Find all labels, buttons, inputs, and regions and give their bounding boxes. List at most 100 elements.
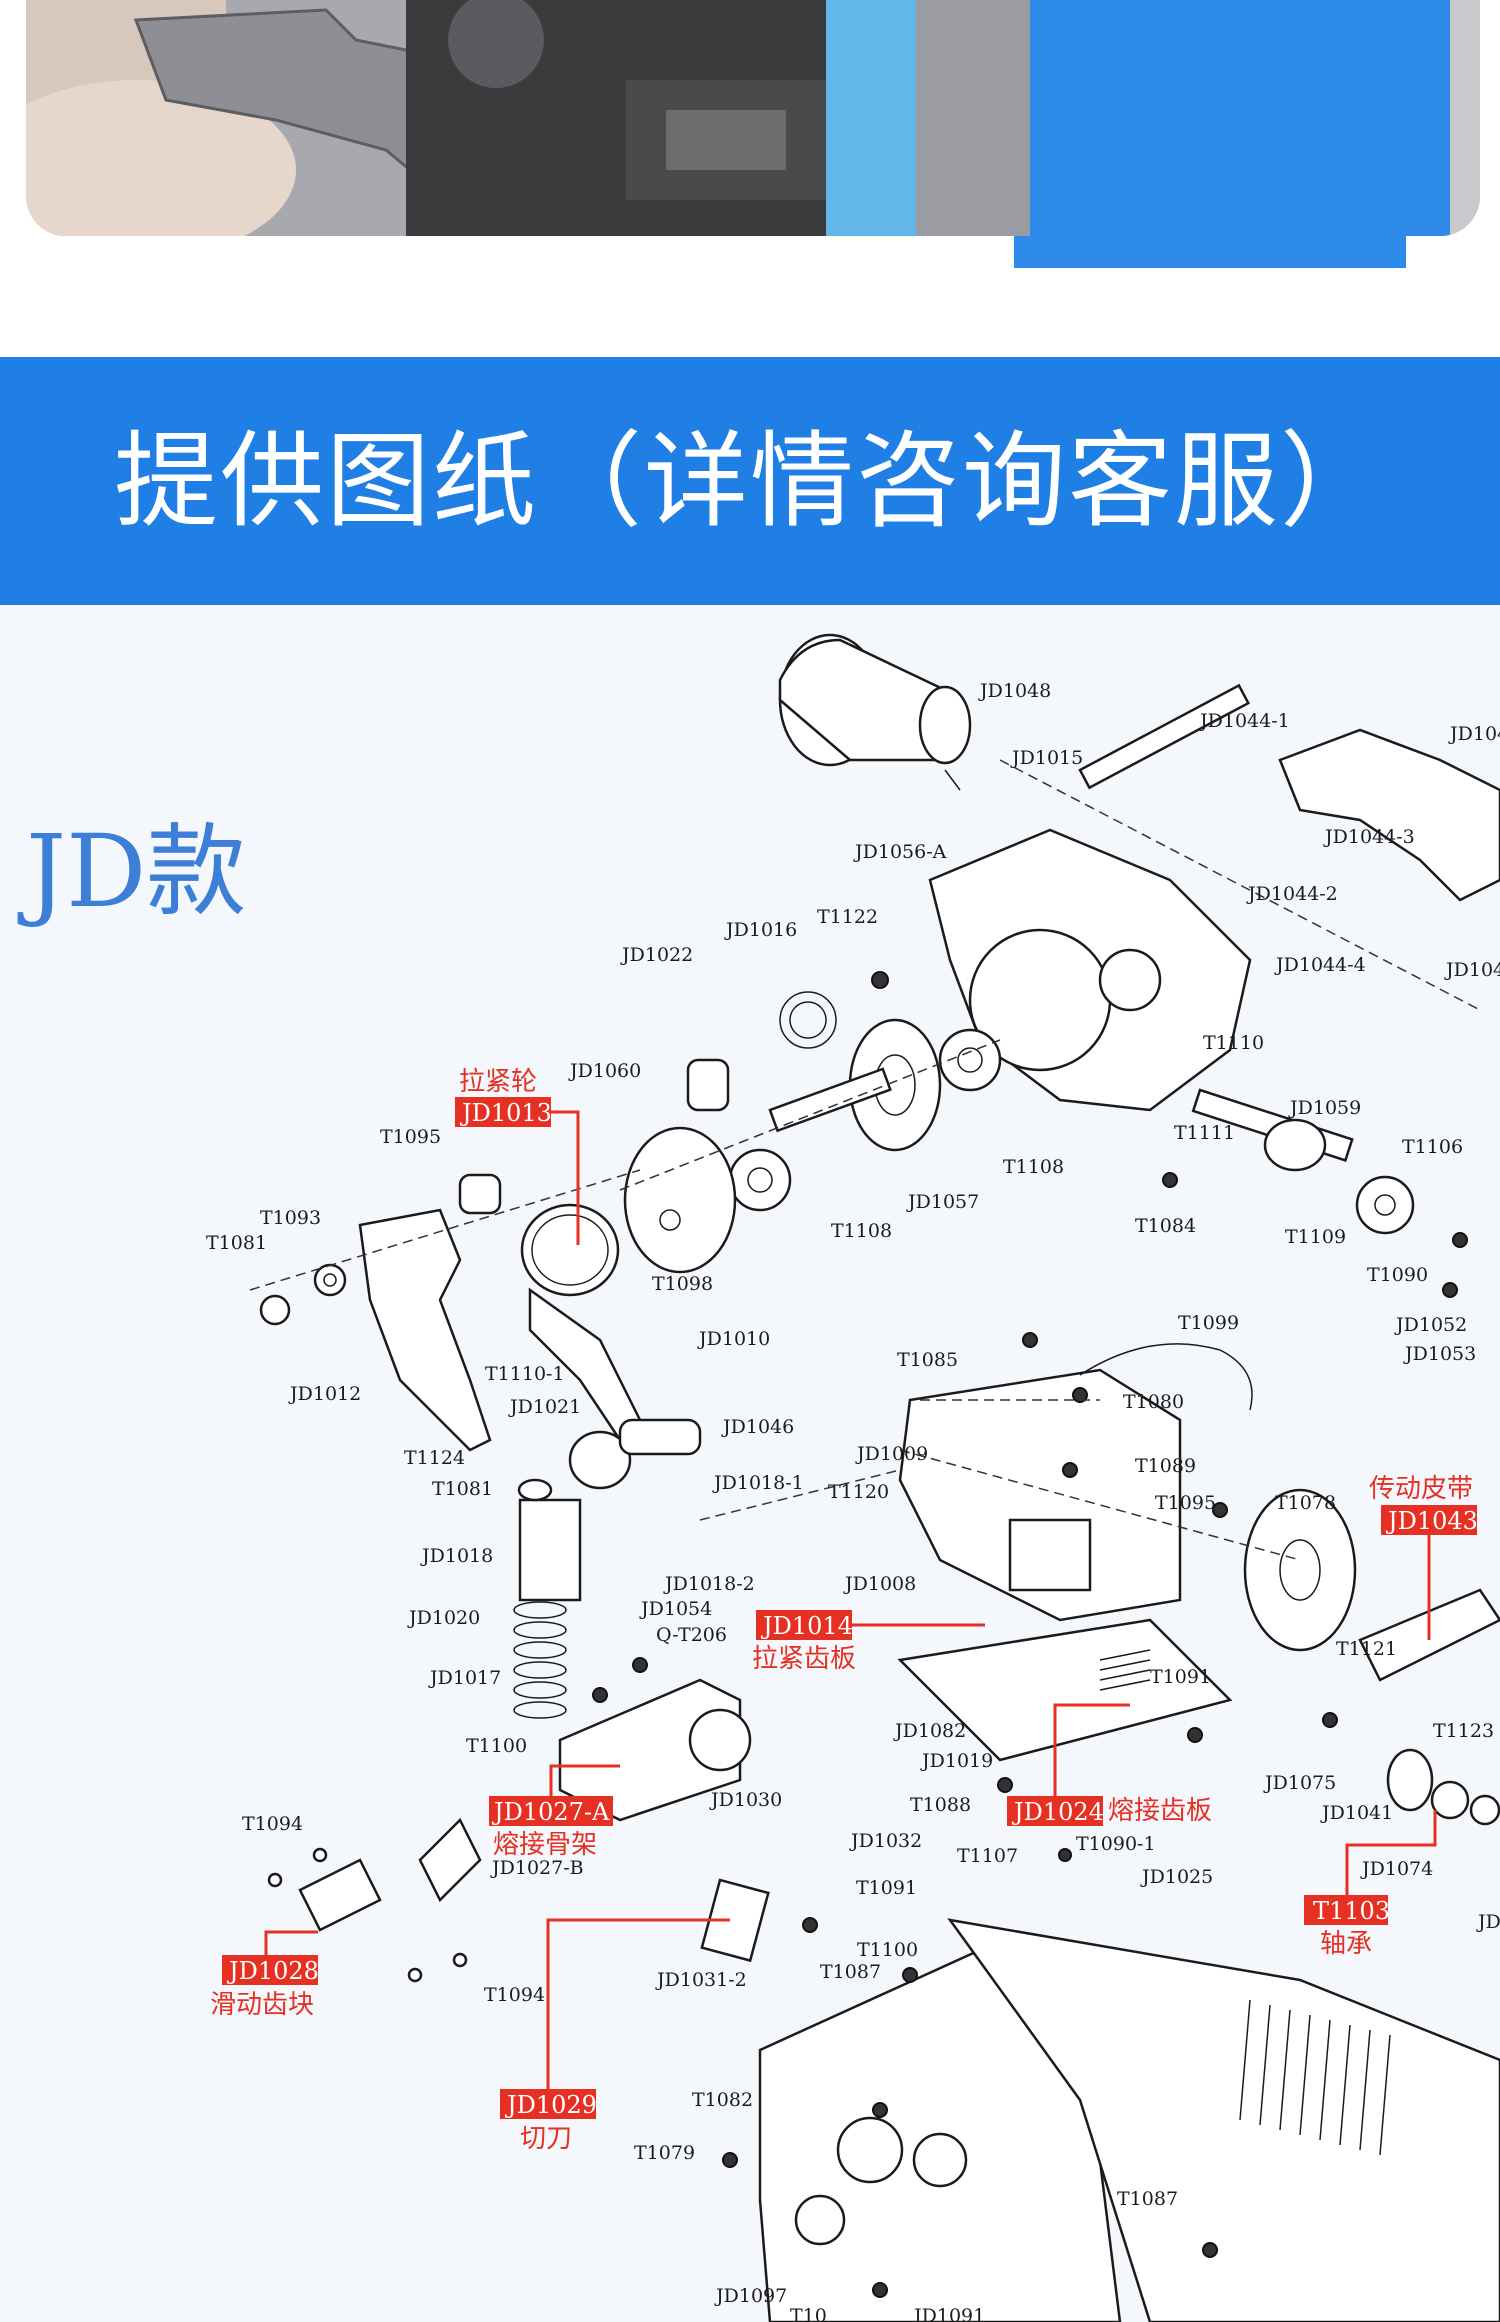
svg-text:JD1027-A: JD1027-A — [491, 1798, 610, 1826]
part-label: T1121 — [1336, 1638, 1397, 1660]
part-number-labels: JD1048 JD1044-1 JD104 JD1015 JD1044-3 JD… — [206, 680, 1500, 2322]
part-label: T1094 — [242, 1813, 303, 1835]
highlight-t1103: T1103 轴承 — [1304, 1810, 1437, 1959]
part-label: T1094 — [484, 1984, 545, 2006]
part-label: JD1031-2 — [655, 1969, 747, 1991]
part-label: JD1008 — [843, 1573, 916, 1595]
part-label: T1108 — [1003, 1156, 1064, 1178]
svg-text:熔接齿板: 熔接齿板 — [1108, 1796, 1212, 1826]
parts-drawing — [249, 633, 1500, 2322]
part-label: JD1012 — [288, 1383, 361, 1405]
part-label: T1091 — [1150, 1666, 1211, 1688]
part-label: T1095 — [380, 1126, 441, 1148]
part-label: JD1060 — [568, 1060, 641, 1082]
part-label: JD1015 — [1010, 747, 1083, 769]
part-label: T1082 — [692, 2089, 753, 2111]
part-label: T1124 — [404, 1447, 465, 1469]
part-label: T1085 — [897, 1349, 958, 1371]
svg-text:切刀: 切刀 — [520, 2124, 572, 2154]
part-label: T1098 — [652, 1273, 713, 1295]
part-label: T10 — [790, 2305, 827, 2322]
part-label: JD1057 — [906, 1191, 979, 1213]
part-label: JD1056-A — [853, 841, 947, 863]
part-label: JD1046 — [721, 1416, 794, 1438]
part-label: JD104 — [1448, 723, 1500, 745]
part-label: JD1018-1 — [712, 1472, 804, 1494]
part-label: JD1009 — [855, 1443, 928, 1465]
part-label: JD1074 — [1360, 1858, 1433, 1880]
highlight-jd1043: 传动皮带 JD1043 — [1369, 1474, 1478, 1640]
part-label: JD1032 — [849, 1830, 922, 1852]
svg-text:轴承: 轴承 — [1320, 1929, 1372, 1959]
part-label: Q-T206 — [656, 1624, 727, 1646]
part-label: JD104 — [1444, 959, 1500, 981]
part-label: T1120 — [828, 1481, 889, 1503]
part-label: JD1048 — [978, 680, 1051, 702]
photo-accent-strip — [1014, 236, 1406, 268]
highlight-jd1024: JD1024 熔接齿板 — [1007, 1703, 1212, 1826]
part-label: JD1059 — [1288, 1097, 1361, 1119]
part-label: JD1044-4 — [1274, 954, 1366, 976]
part-label: JD1075 — [1263, 1772, 1336, 1794]
part-label: T1087 — [1117, 2188, 1178, 2210]
part-label: JD1022 — [620, 944, 693, 966]
part-label: JD1044-3 — [1323, 826, 1415, 848]
svg-text:拉紧齿板: 拉紧齿板 — [752, 1644, 856, 1674]
part-label: JD1020 — [407, 1607, 480, 1629]
svg-text:滑动齿块: 滑动齿块 — [210, 1990, 314, 2020]
title-banner — [0, 357, 1500, 605]
banner-title: 提供图纸（详情咨询客服） — [113, 420, 1386, 542]
part-label: T1100 — [466, 1735, 527, 1757]
exploded-parts-diagram: JD1048 JD1044-1 JD104 JD1015 JD1044-3 JD… — [206, 633, 1500, 2322]
svg-text:JD1028: JD1028 — [226, 1957, 319, 1985]
part-label: T1081 — [206, 1232, 267, 1254]
part-label: T1109 — [1285, 1226, 1346, 1248]
highlight-jd1028: JD1028 滑动齿块 — [210, 1930, 319, 2020]
part-label: JD1017 — [428, 1667, 501, 1689]
svg-text:T1103: T1103 — [1313, 1897, 1390, 1925]
part-label: T1084 — [1135, 1215, 1196, 1237]
part-label: T1078 — [1275, 1492, 1336, 1514]
part-label: T1122 — [817, 906, 878, 928]
part-label: T1107 — [957, 1845, 1018, 1867]
part-label: JD1052 — [1394, 1314, 1467, 1336]
svg-text:拉紧轮: 拉紧轮 — [459, 1067, 537, 1097]
part-label: T1100 — [857, 1939, 918, 1961]
part-label: JD1010 — [697, 1328, 770, 1350]
part-label: T1108 — [831, 1220, 892, 1242]
part-label: JD1030 — [709, 1789, 782, 1811]
part-label: JD1027-B — [490, 1857, 584, 1879]
part-label: JD1097 — [714, 2285, 787, 2307]
part-label: T1091 — [856, 1877, 917, 1899]
svg-text:JD1024: JD1024 — [1011, 1798, 1104, 1826]
part-label: T1099 — [1178, 1312, 1239, 1334]
svg-text:JD1043: JD1043 — [1385, 1507, 1478, 1535]
svg-text:熔接骨架: 熔接骨架 — [493, 1830, 597, 1860]
part-label: JD1018-2 — [663, 1573, 755, 1595]
part-label: JD1016 — [724, 919, 797, 941]
part-label: T1090-1 — [1076, 1833, 1156, 1855]
part-label: T1111 — [1174, 1122, 1235, 1144]
part-label: JD1019 — [920, 1750, 993, 1772]
part-label: JD1082 — [893, 1720, 966, 1742]
part-label: T1089 — [1135, 1455, 1196, 1477]
part-label: JD1018 — [420, 1545, 493, 1567]
highlight-jd1029: JD1029 切刀 — [500, 1918, 730, 2154]
svg-text:JD1014: JD1014 — [760, 1612, 853, 1640]
part-label: T1088 — [910, 1794, 971, 1816]
part-label: T1081 — [432, 1478, 493, 1500]
part-label: T1110 — [1203, 1032, 1264, 1054]
svg-text:JD1013: JD1013 — [459, 1099, 552, 1127]
part-label: T1106 — [1402, 1136, 1463, 1158]
highlight-jd1014: JD1014 拉紧齿板 — [752, 1610, 985, 1674]
part-label: JD1053 — [1403, 1343, 1476, 1365]
part-label: T1095 — [1155, 1492, 1216, 1514]
part-label: JD1025 — [1140, 1866, 1213, 1888]
part-label: T1080 — [1123, 1391, 1184, 1413]
part-label: JD1091 — [912, 2305, 985, 2322]
svg-text:JD1029: JD1029 — [504, 2091, 597, 2119]
part-label: T1123 — [1433, 1720, 1494, 1742]
model-label: JD款 — [26, 813, 247, 930]
part-label: JD1041 — [1320, 1802, 1393, 1824]
product-photo — [26, 0, 1480, 236]
